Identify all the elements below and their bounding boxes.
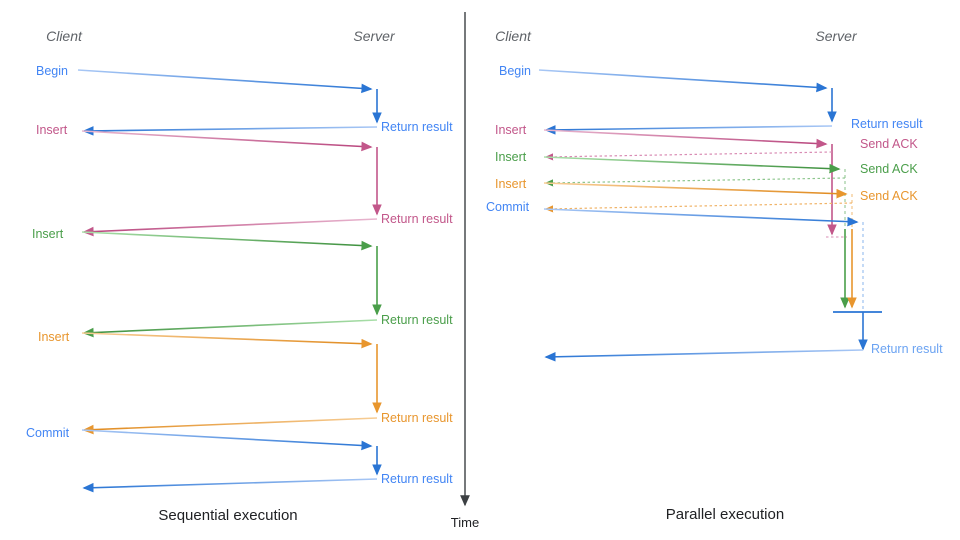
- left-return-label-insert-1: Return result: [381, 212, 453, 226]
- left-message-begin: Begin Return result: [36, 64, 453, 136]
- right-msg-label-insert-2: Insert: [495, 150, 527, 164]
- left-msg-label-insert-2: Insert: [32, 227, 64, 241]
- left-return-label-begin: Return result: [381, 120, 453, 134]
- right-message-insert-1: Insert Send ACK: [495, 123, 918, 238]
- right-server-lane-label: Server: [815, 28, 858, 44]
- right-msg-label-commit: Commit: [486, 200, 530, 214]
- left-return-label-commit: Return result: [381, 472, 453, 486]
- right-ack-label-insert-1: Send ACK: [860, 137, 918, 151]
- right-ack-label-insert-3: Send ACK: [860, 189, 918, 203]
- left-msg-label-begin: Begin: [36, 64, 68, 78]
- left-panel-sequential: Client Server Begin Return result Insert…: [26, 28, 453, 524]
- right-panel-caption: Parallel execution: [666, 506, 784, 523]
- left-return-label-insert-2: Return result: [381, 313, 453, 327]
- left-message-insert-2: Insert Return result: [32, 227, 453, 338]
- left-message-insert-1: Insert Return result: [36, 123, 453, 237]
- left-return-label-insert-3: Return result: [381, 411, 453, 425]
- left-panel-caption: Sequential execution: [158, 507, 297, 524]
- left-msg-label-insert-1: Insert: [36, 123, 68, 137]
- left-message-insert-3: Insert Return result: [38, 330, 453, 435]
- right-return-label-begin: Return result: [851, 117, 923, 131]
- left-client-lane-label: Client: [46, 28, 83, 44]
- left-message-commit: Commit Return result: [26, 426, 453, 493]
- right-message-insert-3: Insert Send ACK: [495, 177, 918, 309]
- right-message-begin: Begin Return result: [499, 64, 923, 135]
- right-ack-label-insert-2: Send ACK: [860, 162, 918, 176]
- right-msg-label-insert-3: Insert: [495, 177, 527, 191]
- right-msg-label-begin: Begin: [499, 64, 531, 78]
- left-server-lane-label: Server: [353, 28, 396, 44]
- left-msg-label-insert-3: Insert: [38, 330, 70, 344]
- right-message-insert-2: Insert Send ACK: [495, 150, 918, 309]
- right-client-lane-label: Client: [495, 28, 532, 44]
- right-message-commit: Commit Return result: [486, 200, 943, 362]
- time-axis-label: Time: [451, 515, 479, 530]
- right-msg-label-insert-1: Insert: [495, 123, 527, 137]
- right-panel-parallel: Client Server Begin Return result Insert…: [486, 28, 943, 523]
- right-final-return-label: Return result: [871, 342, 943, 356]
- time-axis: Time: [451, 12, 479, 530]
- left-msg-label-commit: Commit: [26, 426, 70, 440]
